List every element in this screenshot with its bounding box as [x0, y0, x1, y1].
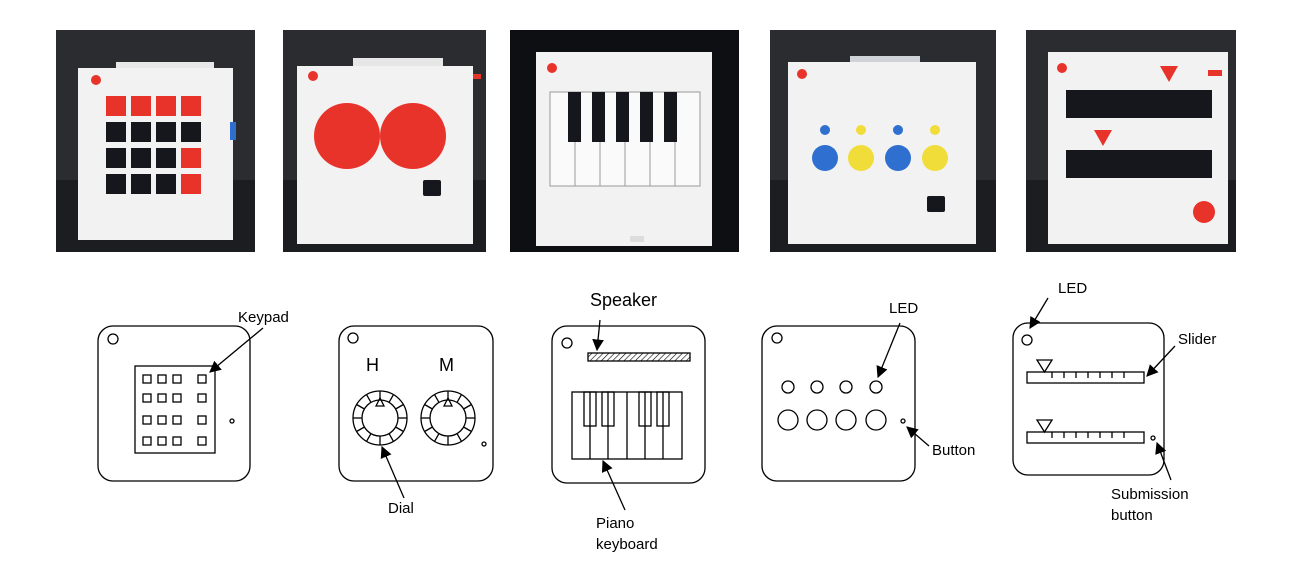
slider-ticks-2 — [1051, 432, 1125, 438]
button-diagram — [761, 322, 930, 482]
piano-label-line1: Piano — [596, 515, 635, 532]
piano-keyboard-icon — [549, 91, 701, 187]
led-label: LED — [889, 300, 919, 317]
keypad-keys — [142, 374, 207, 446]
keypad-diagram — [97, 325, 264, 482]
blue-button-icon — [885, 145, 911, 171]
panel-face — [78, 68, 233, 240]
dial-diagram — [338, 325, 494, 499]
slider-diagram — [1012, 297, 1176, 481]
led-icon — [797, 69, 807, 79]
submission-label-line1: Submission — [1111, 486, 1189, 503]
led-icon — [308, 71, 318, 81]
slider-led-label: LED — [1058, 280, 1088, 297]
submit-button-icon — [927, 196, 945, 212]
button-panel-photo — [770, 30, 996, 252]
submit-button-icon — [1193, 201, 1215, 223]
button-label: Button — [932, 442, 976, 459]
dial-m-icon — [380, 103, 446, 169]
piano-label-line2: keyboard — [596, 536, 658, 553]
dial-h-icon — [314, 103, 380, 169]
slider-panel-photo — [1026, 30, 1236, 252]
keypad-panel-photo — [56, 30, 255, 252]
slider-track — [1066, 150, 1212, 178]
piano-panel-photo — [510, 30, 739, 252]
slider-pointer-icon — [1094, 130, 1112, 146]
keypad-grid — [106, 96, 201, 194]
yellow-button-icon — [848, 145, 874, 171]
speaker-label: Speaker — [590, 290, 658, 310]
submit-button-icon — [423, 180, 441, 196]
slider-ticks-1 — [1051, 372, 1125, 378]
yellow-button-icon — [922, 145, 948, 171]
dial-m-label: M — [439, 355, 454, 375]
led-icon — [1057, 63, 1067, 73]
dial-ticks — [353, 391, 475, 445]
dial-label: Dial — [388, 500, 414, 517]
dial-h-label: H — [366, 355, 379, 375]
slider-label: Slider — [1178, 331, 1217, 348]
dial-panel-photo — [283, 30, 486, 252]
blue-button-icon — [812, 145, 838, 171]
submission-label-line2: button — [1111, 507, 1153, 524]
led-icon — [91, 75, 101, 85]
led-icon — [547, 63, 557, 73]
slider-pointer-icon — [1160, 66, 1178, 82]
slider-track — [1066, 90, 1212, 118]
piano-diagram — [551, 319, 706, 511]
keypad-label: Keypad — [238, 309, 289, 326]
